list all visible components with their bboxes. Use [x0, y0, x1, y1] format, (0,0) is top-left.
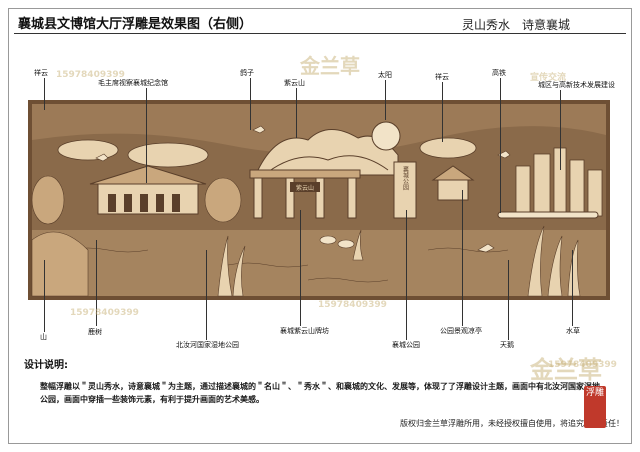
- leader-line: [462, 190, 463, 326]
- callout-ziyunshan: 紫云山: [284, 79, 305, 87]
- memorial-hall: [89, 165, 207, 215]
- leader-line: [296, 88, 297, 138]
- title-divider: [14, 33, 626, 34]
- page-subtitle: 灵山秀水 诗意襄城: [462, 18, 571, 32]
- river: [32, 230, 606, 296]
- callout-sun: 太阳: [378, 71, 392, 79]
- leader-line: [44, 78, 45, 110]
- watermark-phone: 15978409399: [56, 70, 125, 80]
- trees-left: [31, 175, 242, 225]
- city-skyline: [515, 147, 603, 217]
- park-stele: 襄城公园: [393, 161, 417, 219]
- drawing-frame: [8, 8, 632, 444]
- callout-shan: 山: [40, 333, 47, 341]
- leader-line: [508, 260, 509, 340]
- stele-text: 襄城公园: [402, 165, 409, 191]
- gate-sign: 紫云山: [296, 184, 314, 192]
- callout-pavilion: 公园景观凉亭: [440, 327, 482, 335]
- callout-city: 城区与高新技术发展建设: [538, 81, 615, 89]
- callout-lushu: 鹿树: [88, 328, 102, 336]
- watermark-phone: 15978409399: [548, 360, 617, 370]
- swans: [319, 235, 495, 253]
- pavilion: [431, 165, 475, 201]
- design-notes-body: 整幅浮雕以＂灵山秀水，诗意襄城＂为主题，通过描述襄城的＂名山＂、＂秀水＂、和襄城…: [40, 382, 600, 404]
- copyright-footer: 版权归金兰草浮雕所用，未经授权擅自使用，将追究法律责任！: [400, 419, 624, 428]
- watermark-phone: 15978409399: [318, 300, 387, 310]
- leader-line: [300, 210, 301, 326]
- leader-line: [442, 82, 443, 142]
- leader-line: [146, 88, 147, 183]
- paifang-gate: 紫云山: [249, 169, 361, 219]
- sky-band: [32, 104, 606, 154]
- relief-panel: 紫云山 襄城公园: [28, 100, 610, 300]
- callout-dove: 鸽子: [240, 69, 254, 77]
- leader-line: [96, 240, 97, 326]
- watermark-brand: 金兰草: [530, 356, 602, 384]
- leader-line: [44, 260, 45, 332]
- leader-line: [560, 90, 561, 170]
- callout-gaotie: 高铁: [492, 69, 506, 77]
- leader-line: [406, 210, 407, 340]
- reeds: [217, 225, 581, 297]
- doves: [95, 125, 511, 162]
- high-speed-train: [497, 211, 599, 219]
- callout-wetland: 北汝河国家湿地公园: [176, 341, 239, 349]
- callout-memorial: 毛主席视察襄城纪念馆: [98, 79, 168, 87]
- leader-line: [250, 78, 251, 130]
- foreground-left: [31, 231, 89, 297]
- sun: [371, 121, 401, 151]
- leader-line: [206, 250, 207, 340]
- seal-stamp: 浮雕: [584, 386, 606, 428]
- watermark-brand: 金兰草: [300, 54, 360, 78]
- design-notes-heading: 设计说明:: [24, 360, 68, 371]
- watermark-phone: 15978409399: [70, 308, 139, 318]
- callout-reed: 水草: [566, 327, 580, 335]
- callout-xiangyun-right: 祥云: [435, 73, 449, 81]
- callout-gate: 襄城紫云山牌坊: [280, 327, 329, 335]
- leader-line: [385, 80, 386, 120]
- page-title: 襄城县文博馆大厅浮雕是效果图（右侧）: [18, 17, 253, 32]
- leader-line: [572, 250, 573, 326]
- callout-swan: 天鹅: [500, 341, 514, 349]
- watermark-handle: 宣传交流: [530, 73, 567, 83]
- leader-line: [500, 78, 501, 213]
- callout-xiangyun-left: 祥云: [34, 69, 48, 77]
- callout-park: 襄城公园: [392, 341, 420, 349]
